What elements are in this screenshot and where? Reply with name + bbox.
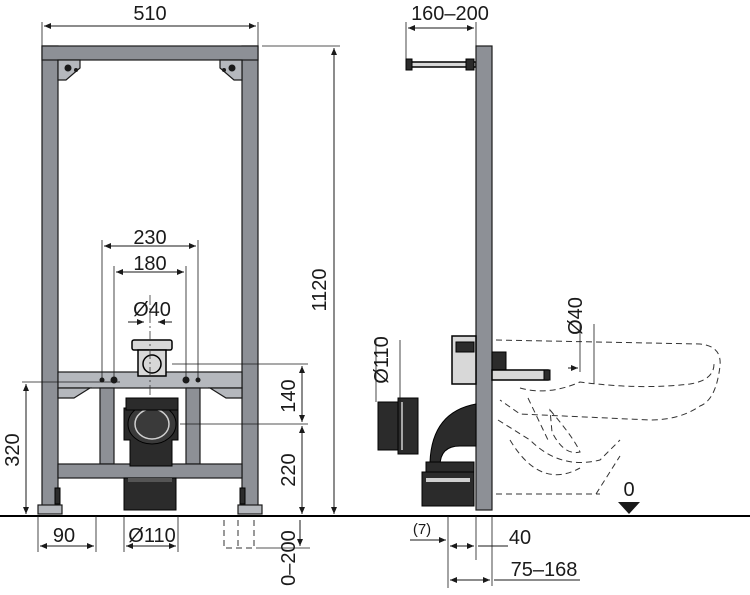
offset-label: (7) [413, 521, 431, 538]
right-foot [237, 504, 263, 515]
left-foot [37, 504, 63, 515]
lower-height-label: 220 [278, 453, 300, 486]
inner-spacing-label: 180 [133, 253, 166, 275]
floor-level-label: 0 [623, 479, 634, 501]
front-view: 510 [2, 3, 340, 586]
right-post [241, 45, 259, 507]
wall-gap-label: 40 [509, 527, 531, 549]
frame-height-label: 1120 [309, 268, 331, 311]
projection-label: 75–168 [511, 559, 578, 581]
foot-width-label: 90 [53, 525, 75, 547]
drain-height-label: 320 [2, 433, 24, 466]
side-post [475, 45, 493, 511]
crossbar-height-label: 140 [278, 379, 300, 412]
side-supply-diameter-label: Ø40 [565, 297, 587, 335]
leg-adjust-label: 0–200 [278, 530, 300, 586]
outlet-spacing-label: 230 [133, 227, 166, 249]
inner-left-support [99, 387, 115, 465]
top-rail [41, 45, 259, 61]
inner-right-support [185, 387, 201, 465]
drain-connector-icon [377, 401, 401, 451]
supply-diameter-label: Ø40 [133, 299, 171, 321]
side-view: 160–200 Ø110 [371, 3, 721, 588]
floor-level-marker-icon [618, 502, 640, 514]
left-post [41, 45, 59, 507]
frame-depth-label: 160–200 [411, 3, 489, 25]
side-drain-diameter-label: Ø110 [371, 336, 393, 383]
supply-connector [131, 339, 173, 351]
drain-diameter-label: Ø110 [128, 525, 175, 547]
frame-width-label: 510 [133, 3, 166, 25]
